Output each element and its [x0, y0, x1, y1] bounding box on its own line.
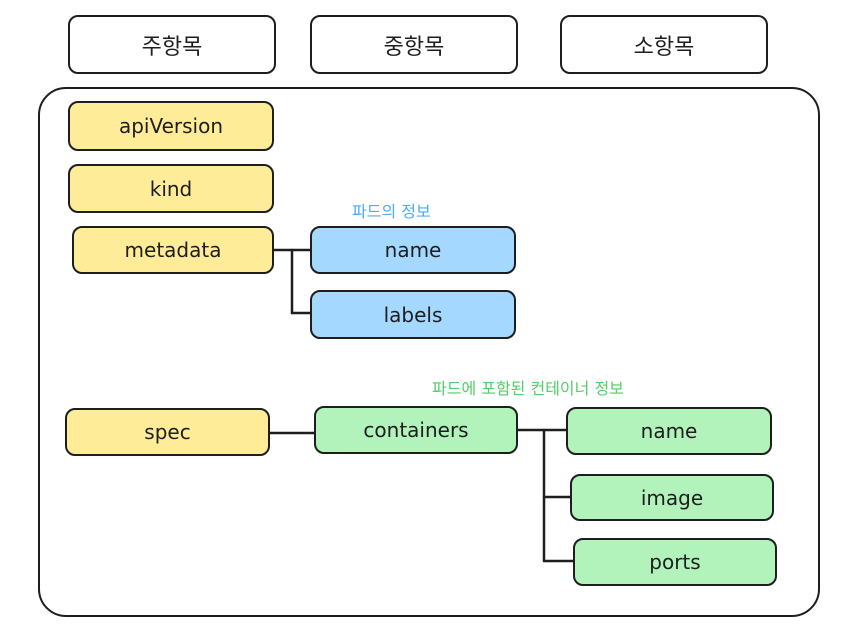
node-metadata-label: metadata: [124, 238, 222, 262]
node-metadata: metadata: [72, 226, 274, 274]
node-apiversion: apiVersion: [68, 101, 274, 151]
node-apiversion-label: apiVersion: [118, 114, 224, 138]
node-containers: containers: [314, 406, 518, 454]
node-kind-label: kind: [149, 176, 193, 201]
node-labels: labels: [310, 290, 516, 339]
node-labels-label: labels: [383, 302, 443, 327]
node-image: image: [570, 474, 774, 521]
header-minor-label: 소항목: [633, 34, 695, 60]
node-container-name: name: [566, 407, 772, 455]
node-containers-label: containers: [363, 418, 469, 442]
node-image-label: image: [640, 485, 704, 510]
header-major-item: 주항목: [68, 15, 276, 74]
header-mid-item: 중항목: [310, 15, 518, 74]
node-spec: spec: [65, 408, 270, 456]
header-major-label: 주항목: [141, 34, 203, 60]
header-mid-label: 중항목: [383, 34, 445, 60]
metadata-note: 파드의 정보: [352, 202, 431, 221]
node-kind: kind: [68, 164, 274, 213]
node-ports: ports: [573, 538, 777, 586]
node-spec-label: spec: [144, 420, 191, 444]
node-container-name-label: name: [640, 419, 698, 443]
node-ports-label: ports: [649, 550, 701, 574]
header-minor-item: 소항목: [560, 15, 768, 74]
spec-note: 파드에 포함된 컨테이너 정보: [432, 379, 624, 398]
node-metadata-name: name: [310, 226, 516, 274]
node-metadata-name-label: name: [384, 238, 442, 262]
diagram-frame: [38, 87, 820, 617]
